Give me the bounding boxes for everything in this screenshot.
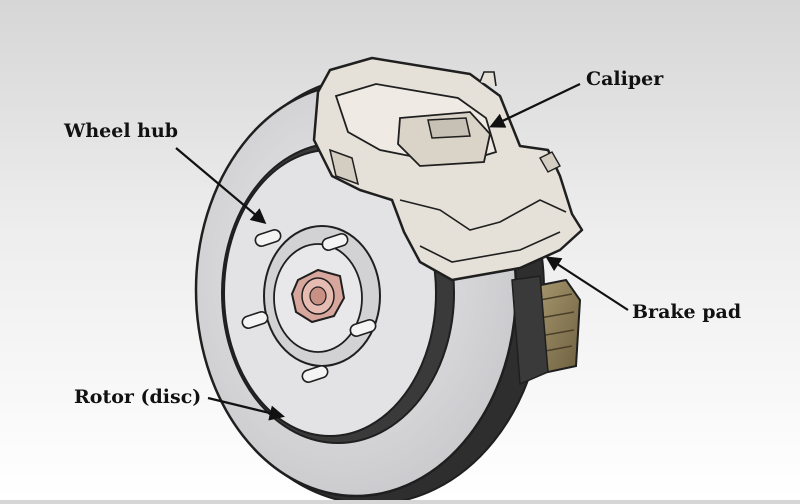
wheel-hub-label: Wheel hub (64, 120, 179, 142)
arrow-wheel-hub (175, 147, 267, 224)
rotor-label: Rotor (disc) (74, 386, 202, 408)
caliper-label: Caliper (586, 68, 664, 90)
leader-arrows (175, 83, 629, 421)
arrow-brake-pad (545, 256, 629, 311)
caliper-drawing (312, 56, 584, 282)
brake-pad-label: Brake pad (632, 301, 742, 323)
hub-nut-drawing (290, 268, 346, 324)
brake-pad-drawing (511, 275, 582, 386)
lug-stud-drawing (241, 229, 377, 383)
arrow-rotor (207, 396, 285, 421)
arrow-caliper (489, 83, 581, 128)
